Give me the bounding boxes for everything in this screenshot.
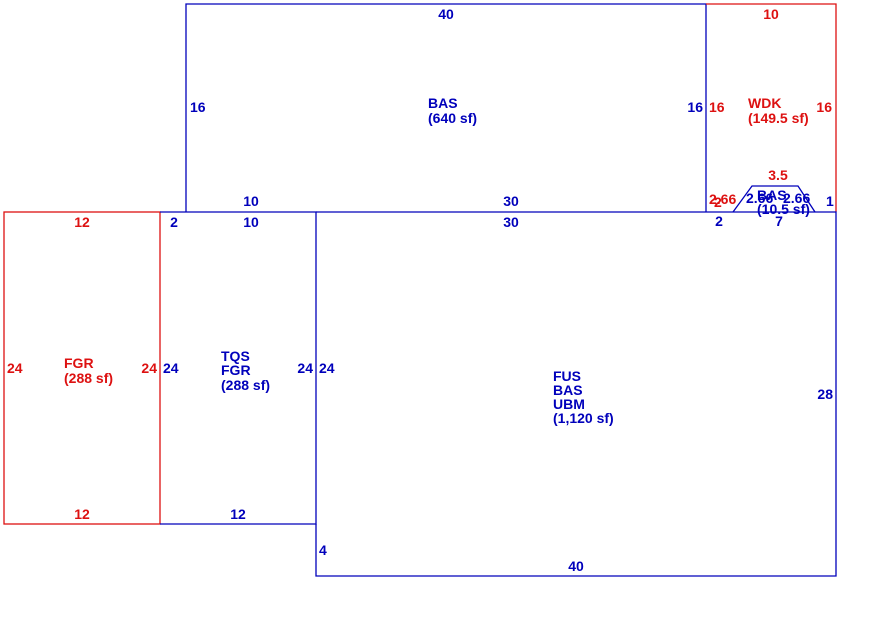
main-area: (1,120 sf) [553,410,614,426]
bay-dim-angle-right: 2.66 [783,190,810,206]
tqs-dim-top-step: 2 [170,214,178,230]
tqs-dim-top: 10 [243,214,259,230]
bay-dim-angle-left: 2.66 [746,190,773,206]
fgr-left-dim-left: 24 [7,360,23,376]
tqs-code-2: FGR [221,362,251,378]
fgr-left-code: FGR [64,355,94,371]
bas-top-outline [185,3,707,212]
bas-top-dim-right: 16 [687,99,703,115]
bas-top-code: BAS [428,95,458,111]
tqs-outline [160,211,317,525]
wdk-outline [706,3,837,212]
main-code-2: BAS [553,382,583,398]
wdk-dim-left: 16 [709,99,725,115]
wdk-dim-right: 16 [816,99,832,115]
bay-dim-right-seg: 1 [826,193,834,209]
main-dim-left-step: 4 [319,542,327,558]
fgr-left-dim-bottom: 12 [74,506,90,522]
wdk-dim-top: 10 [763,6,779,22]
fgr-left-dim-right: 24 [141,360,157,376]
bay-dim-base: 7 [775,213,783,229]
bay-area: (10.5 sf) [757,201,810,217]
fgr-left-outline [3,211,161,525]
bay-outline [732,185,816,213]
wdk-dim-bay-front: 3.5 [768,167,788,183]
main-outline [315,211,837,577]
bay-code: BAS [757,187,787,203]
wdk-area: (149.5 sf) [748,110,809,126]
main-code-3: UBM [553,396,585,412]
main-dim-left: 24 [319,360,335,376]
bas-top-area: (640 sf) [428,110,477,126]
wdk-code: WDK [748,95,781,111]
fgr-left-dim-top: 12 [74,214,90,230]
tqs-dim-left: 24 [163,360,179,376]
bay-dim-base-left: 2 [715,213,723,229]
tqs-code-1: TQS [221,348,250,364]
bas-top-dim-top: 40 [438,6,454,22]
tqs-dim-bottom: 12 [230,506,246,522]
bas-top-dim-left: 16 [190,99,206,115]
bas-top-dim-bottom-left: 10 [243,193,259,209]
tqs-area: (288 sf) [221,377,270,393]
main-dim-top: 30 [503,214,519,230]
fgr-left-area: (288 sf) [64,370,113,386]
wdk-dim-step: 2 [714,194,722,210]
main-dim-right: 28 [817,386,833,402]
wdk-dim-left-seg: 2.66 [709,191,736,207]
tqs-dim-right: 24 [297,360,313,376]
main-code-1: FUS [553,368,581,384]
bas-top-dim-bottom-mid: 30 [503,193,519,209]
main-dim-bottom: 40 [568,558,584,574]
